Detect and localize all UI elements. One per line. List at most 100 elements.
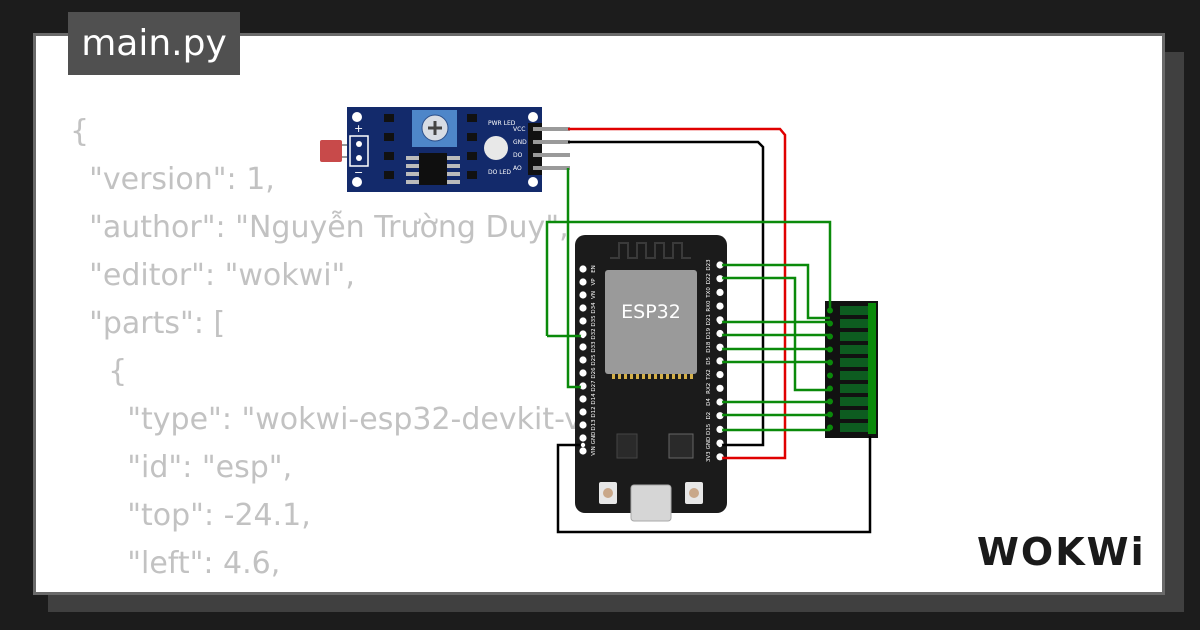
wire-endpoint: [717, 412, 723, 418]
pin-tx0[interactable]: [716, 288, 724, 296]
pin-label: GND: [706, 437, 712, 450]
pin-d13[interactable]: [579, 421, 587, 429]
wire-endpoints: [580, 262, 723, 461]
code-line: "id": "esp",: [70, 450, 293, 485]
chip-pad: [690, 374, 693, 379]
pin-label: D2: [706, 412, 712, 420]
pin-en[interactable]: [579, 265, 587, 273]
pin-vn[interactable]: [579, 291, 587, 299]
code-line: {: [70, 354, 128, 389]
led-segment: [840, 332, 868, 341]
led-segments: [827, 303, 876, 434]
code-line: "author": "Nguyễn Trường Duy",: [70, 210, 569, 245]
pin-label: D12: [591, 406, 597, 417]
pin-label: EN: [591, 265, 597, 273]
wire-bar-top: [545, 220, 832, 336]
pin-label: RX0: [706, 300, 712, 312]
chip-pad: [630, 374, 633, 379]
chip-pad: [636, 374, 639, 379]
pin-label: D26: [591, 367, 597, 379]
wire-endpoint: [717, 275, 723, 281]
led-pin[interactable]: [827, 372, 833, 379]
pin-d33[interactable]: [579, 343, 587, 351]
pin-d14[interactable]: [579, 395, 587, 403]
pwr-led-label: PWR LED: [488, 120, 516, 127]
usb-port: [630, 484, 672, 522]
chip-pad: [684, 374, 687, 379]
pin-rx0[interactable]: [716, 302, 724, 310]
wire-endpoint: [717, 346, 723, 352]
pin-d34[interactable]: [579, 304, 587, 312]
chip-pad: [672, 374, 675, 379]
pin-vp[interactable]: [579, 278, 587, 286]
wire-endpoint: [580, 442, 586, 448]
pin-label: VP: [591, 278, 597, 286]
code-line: "editor": "wokwi",: [70, 258, 355, 293]
wire-endpoint: [717, 442, 723, 448]
pin-label: TX0: [706, 287, 712, 299]
pin-label: D35: [591, 315, 597, 327]
wire-d23: [720, 263, 830, 320]
wire-endpoint: [717, 332, 723, 338]
plus-label: +: [354, 122, 363, 135]
pin-label-gnd: GND: [513, 139, 527, 146]
ldr-module[interactable]: + − PWR LED DO LED VCC GND DO AO: [320, 107, 570, 192]
chip-pad: [660, 374, 663, 379]
code-line: "left": 4.6,: [70, 546, 281, 581]
chip-pad: [678, 374, 681, 379]
pin-label: TX2: [706, 369, 712, 381]
chip-pad: [642, 374, 645, 379]
pin-label-ao: AO: [513, 165, 522, 172]
wire-endpoint: [717, 399, 723, 405]
chip-pad: [612, 374, 615, 379]
wire-ground-loop: [556, 436, 872, 534]
code-line: {: [70, 114, 90, 149]
file-tab[interactable]: main.py: [68, 12, 240, 75]
led-pin[interactable]: [827, 307, 833, 314]
wire-endpoint: [717, 427, 723, 433]
code-preview: { "version": 1, "author": "Nguyễn Trường…: [70, 108, 907, 592]
pin-tx2[interactable]: [716, 371, 724, 379]
led-segment: [840, 345, 868, 354]
pin-label: D15: [706, 423, 712, 435]
wire-endpoint: [717, 455, 723, 461]
pin-label: D4: [706, 398, 712, 406]
chip-label: ESP32: [621, 301, 681, 323]
wire-endpoint: [580, 384, 586, 390]
pin-label: D25: [591, 354, 597, 366]
led-segment: [840, 358, 868, 367]
pin-label: D32: [591, 328, 597, 339]
esp32-board[interactable]: ESP32 ENVPVND34D35D32D33D25D26D27D14D12D…: [575, 235, 727, 522]
pin-vin[interactable]: [579, 447, 587, 455]
wire-vcc: [568, 127, 787, 460]
led-segment: [840, 306, 868, 315]
led-segment: [840, 423, 868, 432]
wokwi-logo-text: WOKWi: [977, 530, 1146, 574]
code-line: "top": -24.1,: [70, 498, 311, 533]
chip-pad: [618, 374, 621, 379]
pin-d25[interactable]: [579, 356, 587, 364]
wire-endpoint: [717, 262, 723, 268]
pin-d35[interactable]: [579, 317, 587, 325]
pin-d12[interactable]: [579, 408, 587, 416]
pin-d26[interactable]: [579, 369, 587, 377]
code-line: "version": 1,: [70, 162, 275, 197]
led-segment: [840, 397, 868, 406]
pin-gnd[interactable]: [579, 434, 587, 442]
pin-label: RX2: [706, 383, 712, 394]
code-line: "type": "wokwi-esp32-devkit-v1",: [70, 402, 625, 437]
pin-label: D27: [591, 380, 597, 392]
pin-label: D22: [706, 273, 712, 284]
do-led-label: DO LED: [488, 169, 511, 176]
led-bar-graph[interactable]: [825, 301, 878, 438]
wires: [545, 127, 872, 534]
wire-endpoint: [717, 359, 723, 365]
pin-label: D5: [706, 357, 712, 365]
pin-label: VIN: [591, 446, 597, 456]
pin-label: D18: [706, 341, 712, 353]
pin-label-vcc: VCC: [513, 126, 525, 133]
pin-label: D13: [591, 419, 597, 431]
pin-label: D19: [706, 327, 712, 339]
pin-rx2[interactable]: [716, 384, 724, 392]
pin-label-do: DO: [513, 152, 523, 159]
